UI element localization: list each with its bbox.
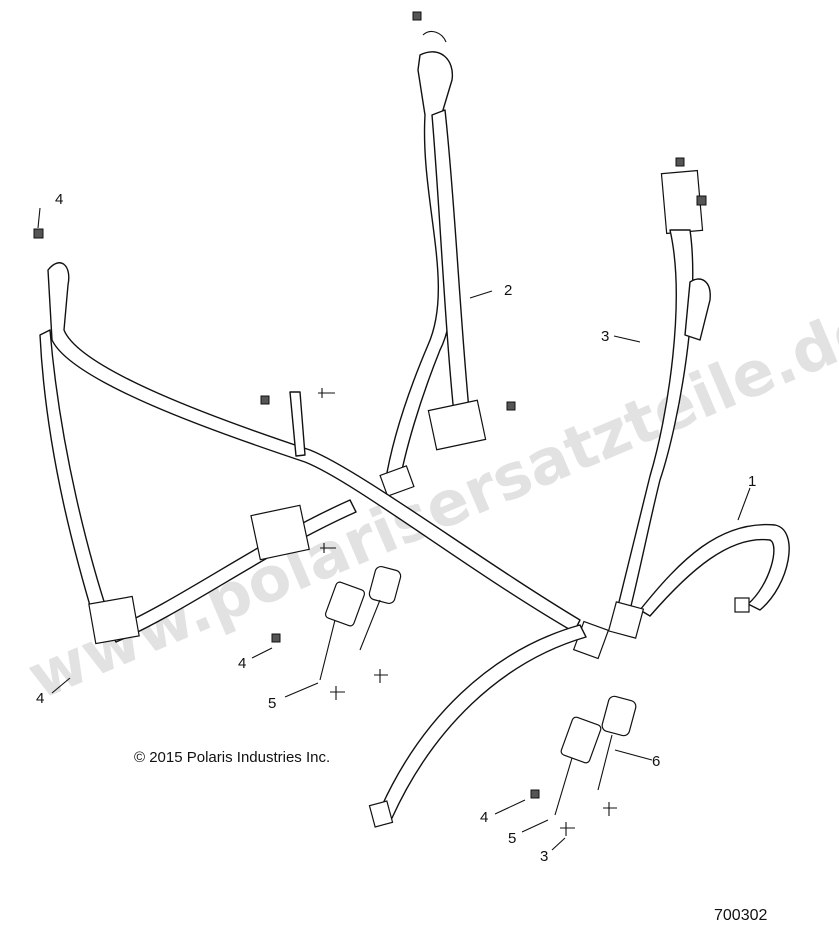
callout-1: 1: [748, 473, 756, 490]
callout-2: 2: [504, 282, 512, 299]
callout-6: 6: [652, 753, 660, 770]
seat-belt-2: [379, 11, 516, 497]
callout-3-top: 3: [601, 328, 609, 345]
seat-belt-1: [607, 157, 790, 639]
copyright-text: © 2015 Polaris Industries Inc.: [134, 749, 330, 766]
callout-3-bottom: 3: [540, 848, 548, 865]
callouts: 1 2 3 3 4 4 4 4 5 5 6: [36, 191, 756, 865]
seat-belt-lower: [368, 624, 587, 828]
callout-4-top-left: 4: [55, 191, 63, 208]
figure-number: 700302: [714, 907, 767, 924]
leader-lines: [37, 207, 751, 851]
callout-4-bottom-left: 4: [36, 690, 44, 707]
callout-4-middle: 4: [238, 655, 246, 672]
callout-4-bottom: 4: [480, 809, 488, 826]
buckle-assembly-right: [530, 695, 637, 836]
seat-belt-left: [33, 228, 610, 660]
callout-5-bottom: 5: [508, 830, 516, 847]
callout-5-left: 5: [268, 695, 276, 712]
buckle-assembly-left: [271, 565, 402, 700]
